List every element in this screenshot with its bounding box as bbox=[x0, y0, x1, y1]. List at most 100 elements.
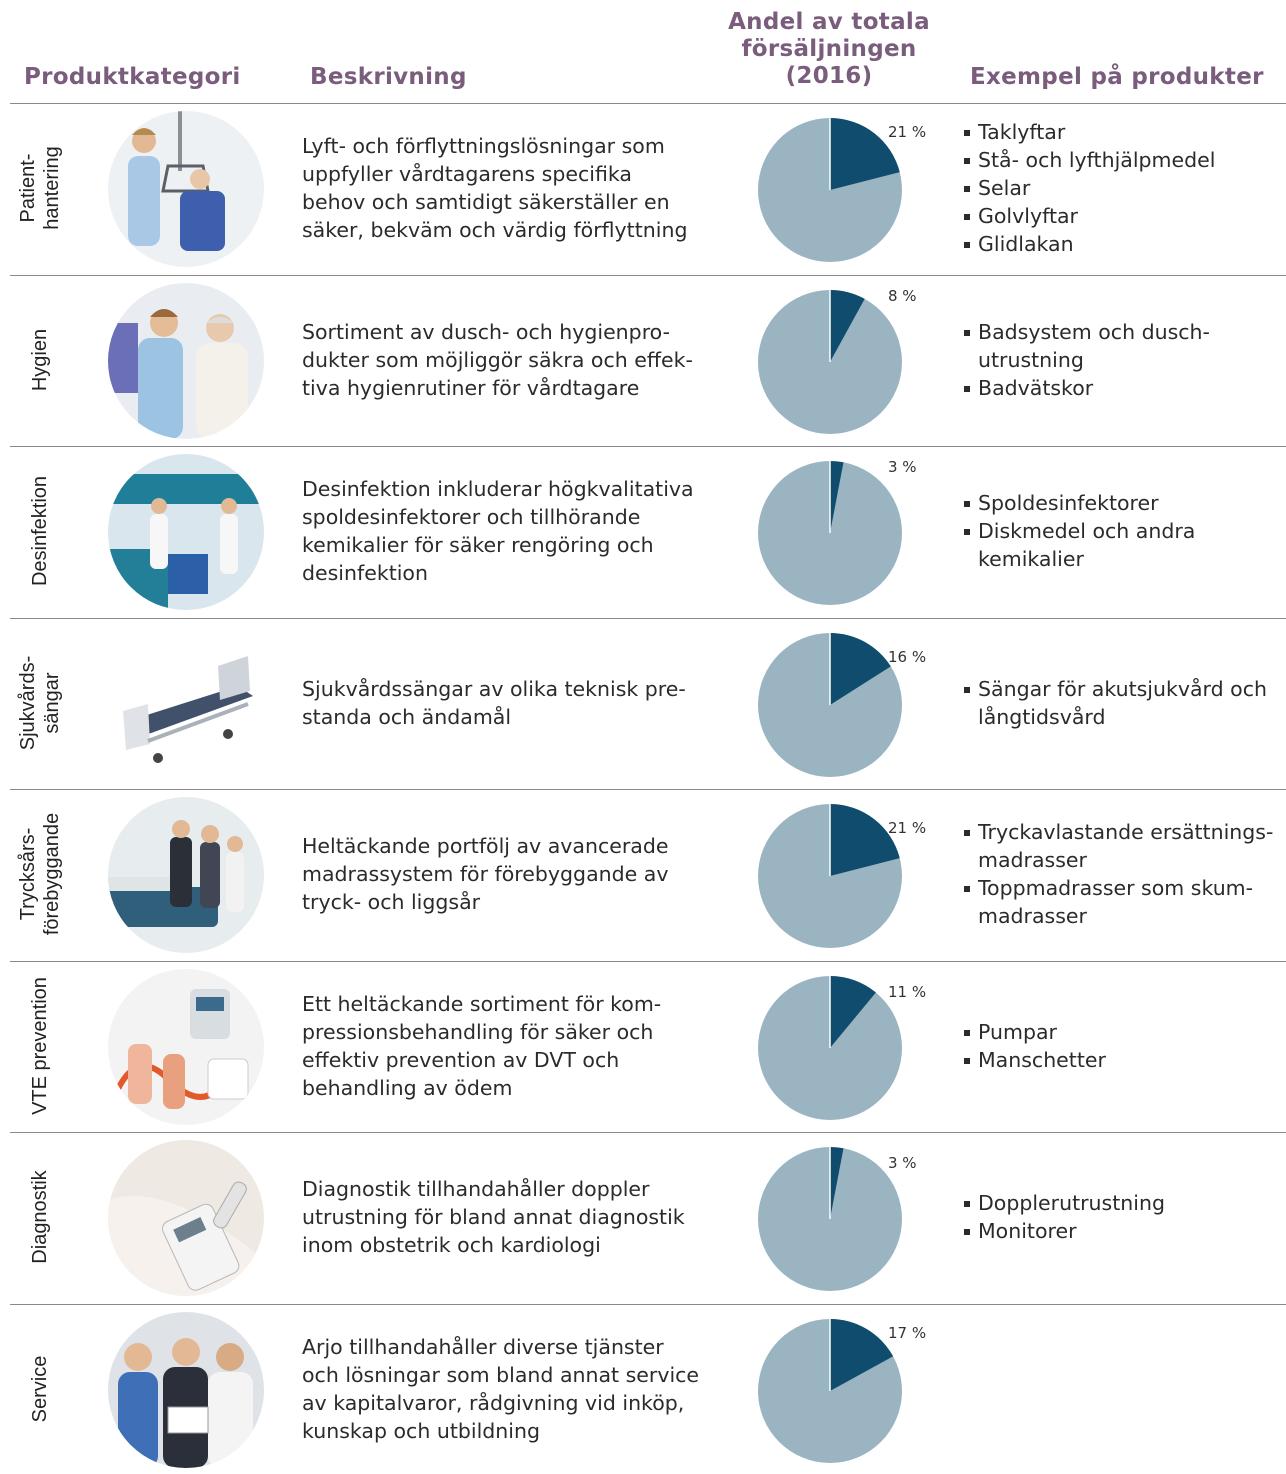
share-percent-label: 3 % bbox=[888, 1154, 917, 1172]
description-line: inom obstetrik och kardiologi bbox=[302, 1233, 601, 1257]
example-product-line: Pumpar bbox=[978, 1019, 1057, 1044]
description-line: Sortiment av dusch- och hygienpro- bbox=[302, 319, 670, 344]
hospital-bed-photo bbox=[108, 625, 264, 782]
share-pie-chart bbox=[758, 1318, 902, 1463]
description-line: standa och ändamål bbox=[302, 704, 512, 729]
example-product-line: kemikalier bbox=[978, 547, 1084, 571]
bullet-icon bbox=[964, 886, 970, 892]
example-product-line: Manschetter bbox=[978, 1047, 1106, 1072]
category-label-line: Desinfektion bbox=[29, 475, 51, 587]
pie-slice-share bbox=[830, 1318, 894, 1391]
description-line: behandling av ödem bbox=[302, 1075, 513, 1100]
description-line: kunskap och utbildning bbox=[302, 1418, 540, 1443]
pie-slice-share bbox=[830, 461, 844, 533]
example-product-line: långtidsvård bbox=[978, 704, 1106, 729]
bullet-icon bbox=[964, 385, 970, 392]
share-pie-chart bbox=[758, 1147, 902, 1291]
row-divider bbox=[10, 1132, 1286, 1133]
category-description: Ett heltäckande sortiment för kom-pressi… bbox=[302, 961, 712, 1131]
header-description: Beskrivning bbox=[310, 64, 467, 90]
example-product-item: Pumpar bbox=[962, 1018, 1286, 1046]
bullet-icon bbox=[964, 1201, 970, 1207]
bullet-icon bbox=[964, 501, 970, 507]
category-name: Diagnostik bbox=[0, 1132, 80, 1302]
description-line: desinfektion bbox=[302, 561, 428, 585]
example-product-item: Glidlakan bbox=[962, 230, 1286, 258]
bullet-icon bbox=[964, 686, 970, 693]
example-product-item: Diskmedel och andra kemikalier bbox=[962, 517, 1286, 573]
bullet-icon bbox=[964, 186, 970, 192]
share-pie-chart bbox=[758, 289, 902, 434]
description-line: Heltäckande portfölj av avancerade bbox=[302, 834, 669, 858]
share-percent-label: 21 % bbox=[888, 123, 927, 141]
row-divider bbox=[10, 446, 1286, 447]
category-row: Desinfektion Desinfektion inkluderar hög… bbox=[0, 446, 1286, 616]
category-name: Hygien bbox=[0, 275, 80, 445]
description-line: Desinfektion inkluderar högkvalitativa bbox=[302, 477, 694, 501]
description-line: tiva hygienrutiner för vårdtagare bbox=[302, 375, 640, 400]
hygiene-photo bbox=[108, 282, 264, 439]
category-name: Sjukvårds-sängar bbox=[0, 618, 80, 788]
category-label: Service bbox=[28, 1355, 52, 1422]
doppler-photo bbox=[108, 1140, 264, 1296]
share-percent-label: 3 % bbox=[888, 458, 917, 476]
category-name: Patient-hantering bbox=[0, 103, 80, 273]
share-percent-label: 8 % bbox=[888, 286, 917, 305]
description-line: Sjukvårdssängar av olika teknisk pre- bbox=[302, 676, 686, 701]
category-label-line: hantering bbox=[41, 146, 63, 230]
category-name: Trycksårs-förebyggande bbox=[0, 789, 80, 959]
category-label-line: Diagnostik bbox=[29, 1170, 51, 1264]
example-product-line: Glidlakan bbox=[978, 232, 1074, 256]
share-pie-chart bbox=[758, 118, 902, 262]
bullet-icon bbox=[964, 1057, 970, 1064]
pie-slice-share bbox=[830, 1147, 844, 1219]
category-row: Trycksårs-förebyggande Heltäckande portf… bbox=[0, 789, 1286, 959]
share-percent-label: 21 % bbox=[888, 819, 927, 837]
bullet-icon bbox=[964, 1229, 970, 1235]
example-product-line: Badvätskor bbox=[978, 375, 1094, 400]
example-product-line: madrasser bbox=[978, 904, 1087, 928]
example-product-line: Monitorer bbox=[978, 1219, 1077, 1243]
description-line: tryck- och liggsår bbox=[302, 890, 481, 914]
example-product-item: Stå- och lyfthjälpmedel bbox=[962, 146, 1286, 174]
bullet-icon bbox=[964, 1029, 970, 1036]
category-label-line: Hygien bbox=[29, 328, 51, 391]
category-row: VTE prevention Ett heltäckande sortiment… bbox=[0, 961, 1286, 1131]
row-divider bbox=[10, 103, 1286, 104]
patient-lift-photo bbox=[108, 111, 264, 267]
category-row: Patient-hantering Lyft- och förflyttning… bbox=[0, 103, 1286, 273]
category-label-line: VTE prevention bbox=[29, 976, 51, 1115]
category-name: VTE prevention bbox=[0, 961, 80, 1131]
description-line: spoldesinfektorer och tillhörande bbox=[302, 505, 641, 529]
description-line: Lyft- och förflyttningslösningar som bbox=[302, 134, 665, 158]
category-name: Desinfektion bbox=[0, 446, 80, 616]
row-divider bbox=[10, 1303, 1286, 1305]
example-product-line: Selar bbox=[978, 176, 1031, 200]
bullet-icon bbox=[964, 158, 970, 164]
category-label: VTE prevention bbox=[28, 977, 52, 1115]
bullet-icon bbox=[964, 214, 970, 220]
category-row: Sjukvårds-sängar Sjukvårdssängar av olik… bbox=[0, 618, 1286, 788]
header-example-products: Exempel på produkter bbox=[970, 64, 1264, 90]
example-product-line: Toppmadrasser som skum- bbox=[978, 876, 1254, 900]
example-product-line: Diskmedel och andra bbox=[978, 519, 1196, 543]
example-product-item: Selar bbox=[962, 174, 1286, 202]
example-product-item: Toppmadrasser som skum-madrasser bbox=[962, 874, 1286, 930]
category-label-line: Patient- bbox=[17, 153, 39, 223]
category-label-line: förebyggande bbox=[41, 812, 63, 936]
category-label-line: Service bbox=[29, 1355, 51, 1422]
example-product-line: Golvlyftar bbox=[978, 204, 1078, 228]
description-line: och lösningar som bland annat service bbox=[302, 1362, 700, 1387]
description-line: Diagnostik tillhandahåller doppler bbox=[302, 1177, 650, 1201]
